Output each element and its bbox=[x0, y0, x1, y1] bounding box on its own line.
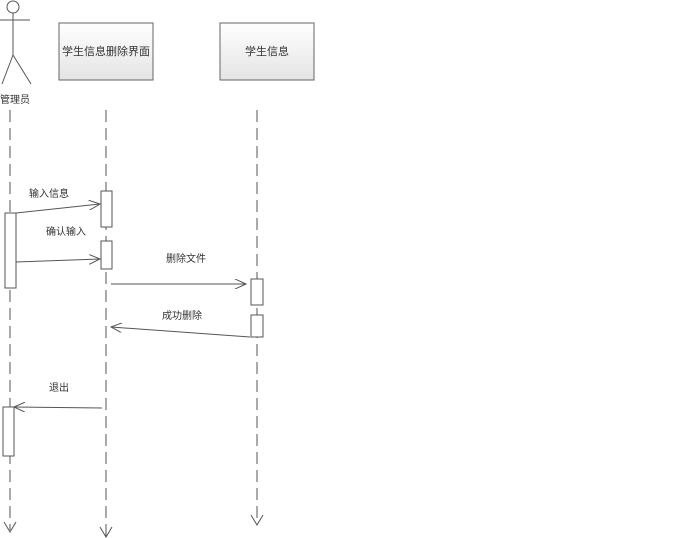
message-label-2: 确认输入 bbox=[46, 225, 86, 238]
object-label-ui: 学生信息删除界面 bbox=[62, 44, 150, 58]
activation-bar-data-2 bbox=[250, 314, 264, 338]
activation-bar-ui-1 bbox=[100, 190, 113, 228]
message-label-1: 输入信息 bbox=[29, 187, 69, 200]
message-arrow-2 bbox=[15, 259, 100, 262]
activation-bar-actor-1 bbox=[4, 212, 17, 289]
message-arrow-4 bbox=[111, 327, 251, 338]
lifeline-end-arrow-actor bbox=[3, 521, 17, 533]
lifeline-end-arrow-ui bbox=[99, 526, 113, 538]
activation-bar-data-1 bbox=[250, 278, 264, 306]
object-box-ui: 学生信息删除界面 bbox=[58, 22, 154, 81]
message-arrow-1 bbox=[15, 204, 100, 214]
message-arrow-5 bbox=[14, 407, 103, 408]
message-label-4: 成功删除 bbox=[162, 309, 202, 322]
actor-label: 管理员 bbox=[0, 93, 30, 106]
activation-bar-ui-2 bbox=[100, 240, 113, 270]
lifeline-end-arrow-data bbox=[250, 514, 264, 526]
actor-stick-figure-icon bbox=[0, 0, 32, 85]
object-label-data: 学生信息 bbox=[245, 44, 289, 58]
message-label-5: 退出 bbox=[49, 381, 69, 394]
message-label-3: 删除文件 bbox=[166, 252, 206, 265]
activation-bar-actor-2 bbox=[2, 406, 15, 457]
object-box-data: 学生信息 bbox=[219, 22, 315, 81]
